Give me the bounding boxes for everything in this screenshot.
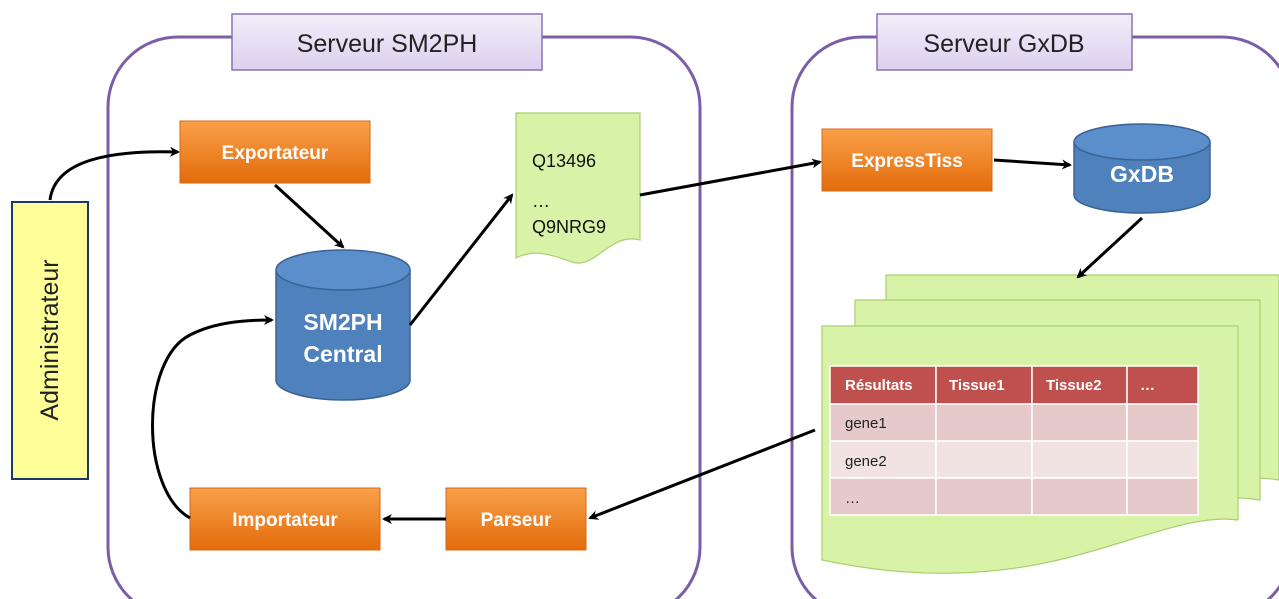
arrow-importateur-to-sm2ph: [151, 315, 274, 520]
process-exportateur: Exportateur: [179, 120, 371, 184]
arrow-exportateur-to-sm2ph: [273, 183, 345, 249]
results-row-2-label: …: [845, 490, 860, 507]
results-row-0-label: gene1: [845, 415, 887, 432]
administrator-actor: Administrateur: [11, 201, 89, 480]
results-row-1-label: gene2: [845, 453, 887, 470]
results-header-0: Résultats: [845, 377, 913, 394]
database-gxdb-label: GxDB: [1110, 161, 1174, 187]
id-list-document: Q13496 … Q9NRG9: [515, 112, 641, 264]
arrow-idlist-to-expresstiss: [639, 158, 822, 197]
results-header-1: Tissue1: [949, 377, 1005, 394]
arrow-admin-to-exportateur: [48, 146, 180, 201]
process-importateur: Importateur: [189, 487, 381, 551]
server-sm2ph-title: Serveur SM2PH: [231, 13, 543, 71]
server-gxdb-title: Serveur GxDB: [876, 13, 1133, 71]
arrow-expresstiss-to-gxdb: [993, 158, 1072, 170]
arrow-gxdb-to-results: [1076, 216, 1144, 279]
results-table: Résultats Tissue1 Tissue2 … gene1 gene2 …: [829, 365, 1199, 516]
process-exportateur-label: Exportateur: [222, 143, 329, 164]
results-header-2: Tissue2: [1046, 377, 1102, 394]
process-importateur-label: Importateur: [232, 510, 338, 531]
id-list-line-3: Q9NRG9: [532, 217, 606, 237]
process-parseur-label: Parseur: [481, 510, 552, 531]
server-gxdb-title-text: Serveur GxDB: [923, 30, 1084, 58]
database-sm2ph-central-line1: SM2PH: [303, 309, 382, 335]
process-expresstiss: ExpressTiss: [821, 128, 993, 192]
database-sm2ph-central: SM2PH Central: [275, 249, 411, 401]
database-gxdb: GxDB: [1073, 123, 1211, 214]
id-list-line-2: …: [532, 191, 550, 211]
process-expresstiss-label: ExpressTiss: [851, 151, 963, 172]
results-header-3: …: [1140, 377, 1155, 394]
database-sm2ph-central-line2: Central: [303, 341, 382, 367]
id-list-line-1: Q13496: [532, 151, 596, 171]
administrator-label: Administrateur: [36, 259, 64, 420]
arrow-results-to-parseur: [588, 428, 816, 520]
server-sm2ph-title-text: Serveur SM2PH: [297, 30, 478, 58]
arrow-sm2ph-to-idlist: [408, 193, 514, 326]
process-parseur: Parseur: [445, 487, 587, 551]
